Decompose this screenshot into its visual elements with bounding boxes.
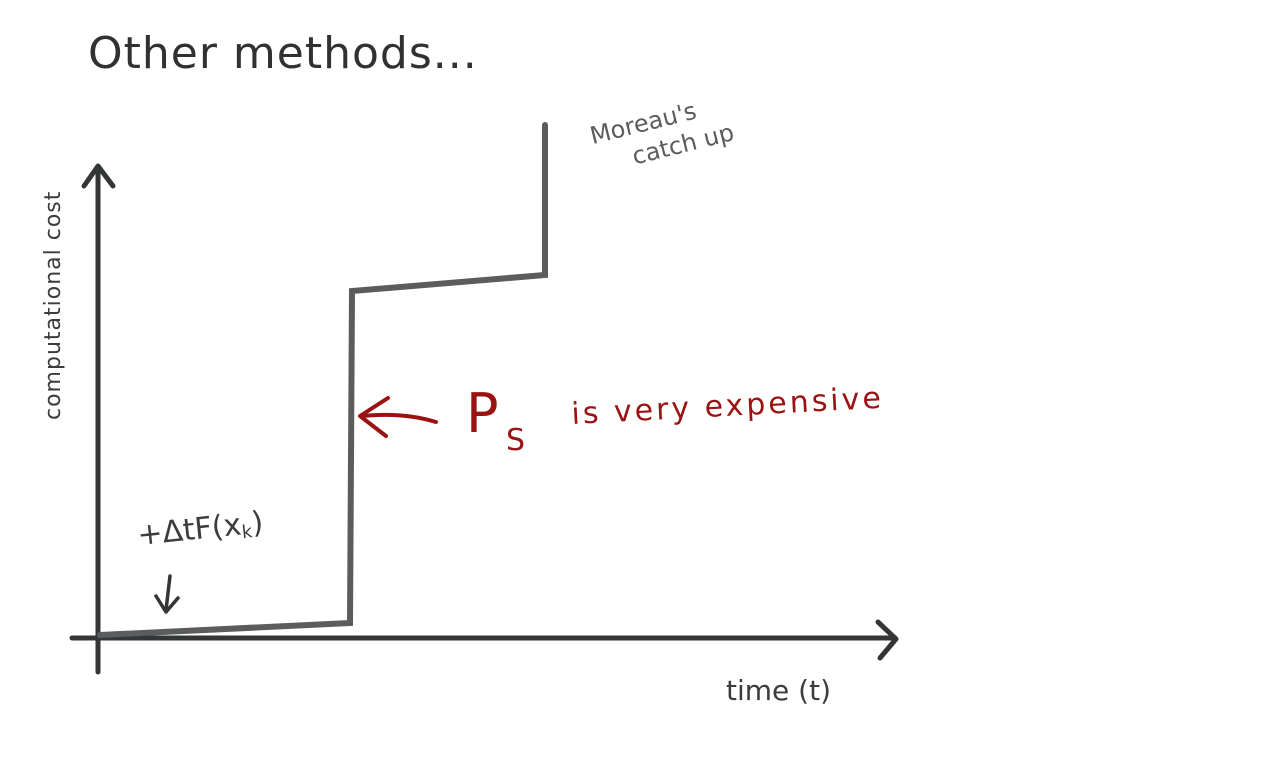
force-annotation: +ΔtF(xk) [136,505,265,554]
y-axis-arrowhead-icon [81,163,116,189]
ps-arrow-icon [358,396,438,438]
cost-curve [97,122,548,638]
force-subscript: k [241,521,254,543]
x-axis-label: time (t) [726,674,831,707]
catchup-annotation: Moreau's catch up [587,97,737,171]
page-title: Other methods... [88,28,478,79]
force-close: ) [250,505,265,541]
force-arrow-icon [154,574,180,614]
x-axis [69,619,899,661]
x-axis-arrowhead-icon [875,619,899,661]
y-axis-label: computational cost [41,191,66,420]
ps-symbol: P [466,382,499,445]
ps-annotation: P S is very expensive [466,381,885,458]
y-axis [81,163,116,675]
svg-text:+ΔtF(xk): +ΔtF(xk) [136,505,265,554]
force-label: +ΔtF(x [136,507,243,553]
ps-description: is very expensive [571,381,885,432]
ps-subscript: S [506,423,525,458]
